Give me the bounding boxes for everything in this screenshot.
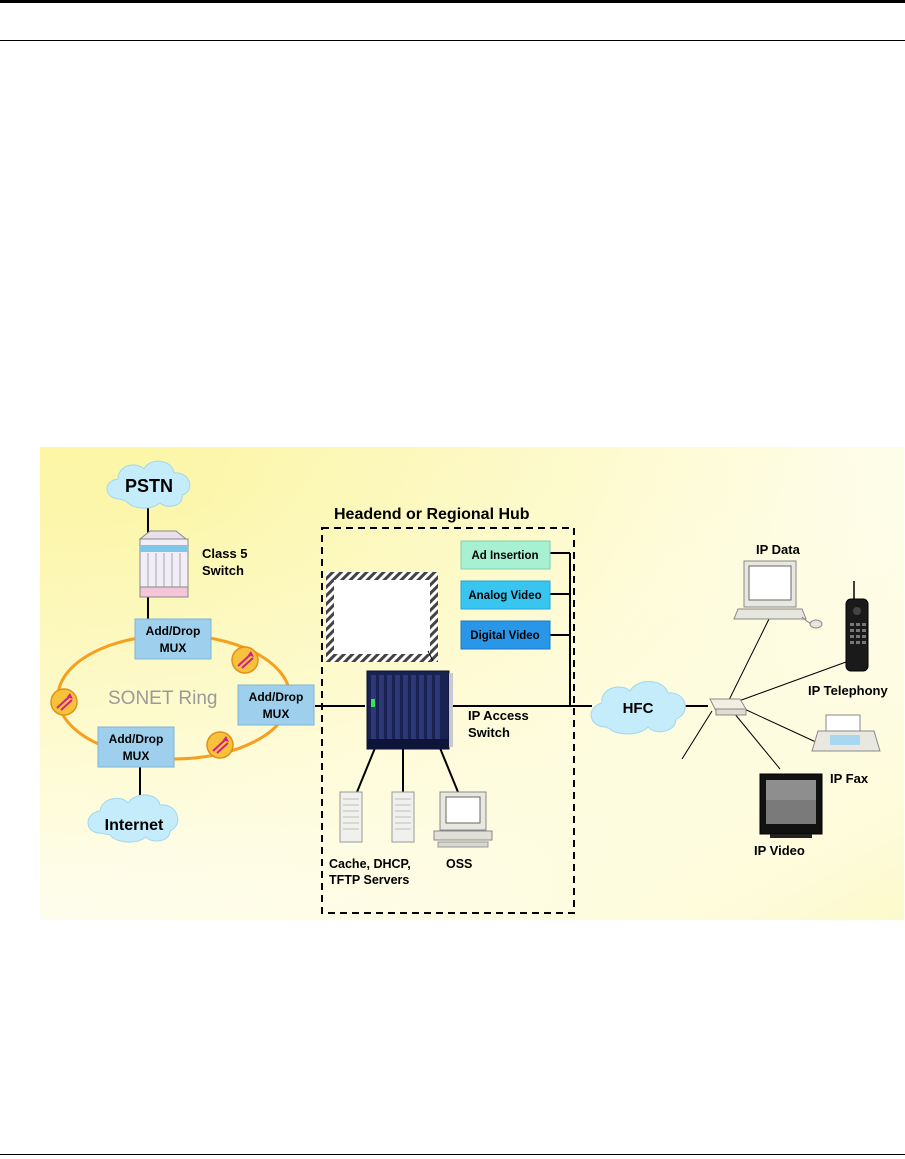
mux-right-line2: MUX [263,707,290,721]
ad-insertion-box: Ad Insertion [460,540,551,570]
diagram-background-tint [40,447,904,920]
headend-box [321,527,575,914]
analog-video-label: Analog Video [468,590,541,602]
ip-access-switch-line2: Switch [468,725,510,740]
oss-label: OSS [446,857,472,871]
class5-label-line1: Class 5 [202,546,248,561]
mux-top-line2: MUX [160,641,187,655]
network-diagram: SONET Ring PSTN Class 5 Switch Add/Drop … [40,447,904,920]
ip-fax-label: IP Fax [830,771,869,786]
amplifier-icon [206,731,234,759]
mux-right-line1: Add/Drop [249,690,304,704]
amplifier-icon [50,688,78,716]
ip-video-label: IP Video [754,843,805,858]
class5-switch-icon [138,530,189,598]
ip-telephone-icon [845,581,869,672]
hfc-label: HFC [623,700,654,717]
mux-top-line1: Add/Drop [146,624,201,638]
headend-title: Headend or Regional Hub [334,506,530,523]
server-tower-icon [391,791,415,843]
network-diagram-svg: SONET Ring PSTN Class 5 Switch Add/Drop … [40,447,904,920]
servers-label-line2: TFTP Servers [329,873,409,887]
amplifier-icon [231,646,259,674]
mux-right: Add/Drop MUX [237,684,315,726]
ad-insertion-label: Ad Insertion [471,550,538,562]
header-rule-thick [0,0,905,3]
pstn-cloud: PSTN [106,460,191,509]
ip-data-label: IP Data [756,542,801,557]
ring-amplifiers [50,646,259,759]
ip-fax-icon [811,714,881,752]
ip-access-switch-line1: IP Access [468,708,529,723]
ip-data-computer-icon [733,560,823,629]
mux-bottom: Add/Drop MUX [97,726,175,768]
hatched-placeholder [326,572,438,662]
analog-video-box: Analog Video [460,580,551,610]
digital-video-box: Digital Video [460,620,551,650]
digital-video-label: Digital Video [470,630,539,642]
connection-lines [139,507,708,799]
ip-telephony-label: IP Telephony [808,683,888,698]
cable-modem-icon [709,698,747,716]
mux-top: Add/Drop MUX [134,618,212,660]
footer-rule [0,1154,905,1155]
mux-bottom-line2: MUX [123,749,150,763]
internet-cloud: Internet [87,794,179,843]
servers-label-line1: Cache, DHCP, [329,857,411,871]
endpoint-lines [681,616,847,770]
sonet-ring-label: SONET Ring [108,688,217,709]
hfc-cloud: HFC [590,681,686,735]
internet-label: Internet [105,817,164,834]
header-rule-thin [0,40,905,41]
server-tower-icon [339,791,363,843]
oss-computer-icon [433,791,493,848]
ip-access-switch-icon [366,670,453,750]
mux-bottom-line1: Add/Drop [109,732,164,746]
pstn-label: PSTN [125,476,173,496]
ip-video-tv-icon [759,773,823,838]
class5-label-line2: Switch [202,563,244,578]
